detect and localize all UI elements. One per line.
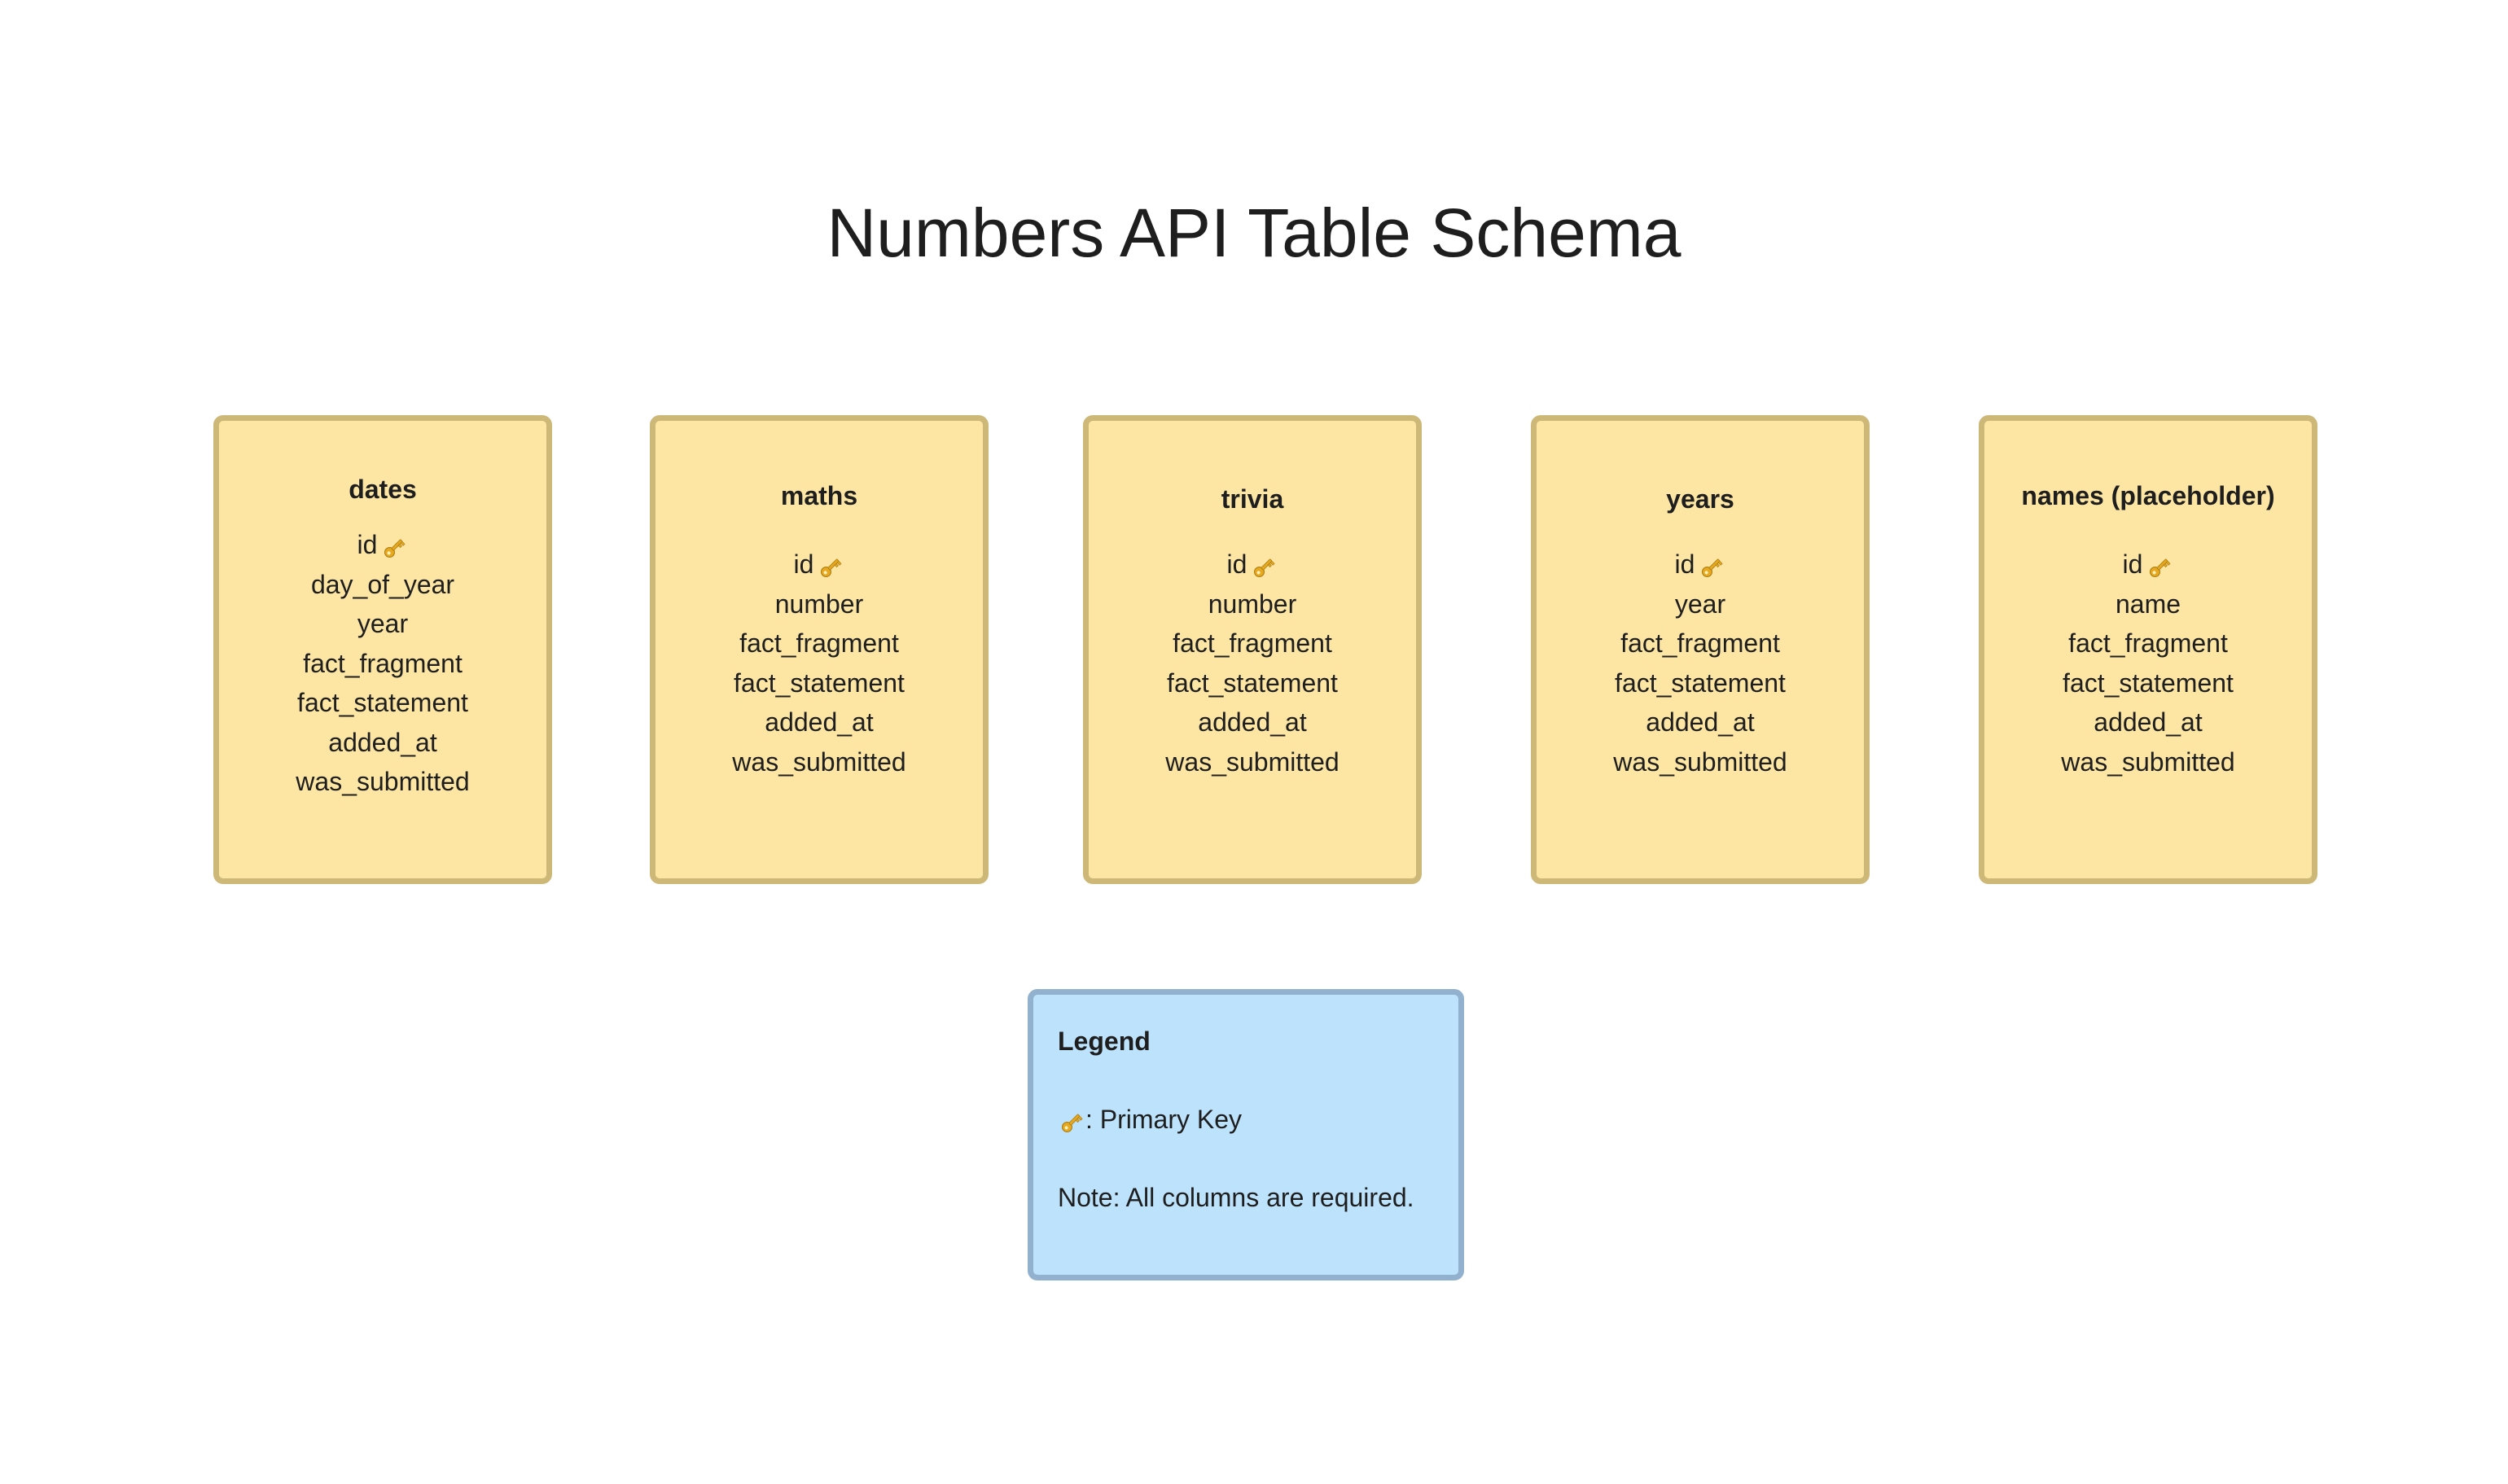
column-list: id number fact_fragment fact_statement a…: [1089, 545, 1416, 781]
column-item: was_submitted: [1165, 746, 1340, 777]
column-item: was_submitted: [732, 746, 906, 777]
column-item: id: [1984, 545, 2312, 584]
column-item: id: [219, 525, 546, 565]
legend-box[interactable]: Legend : Primary Key Note: All columns a…: [1028, 989, 1464, 1280]
key-icon: [1058, 1109, 1085, 1136]
column-item: added_at: [765, 707, 874, 737]
column-name: id: [1674, 549, 1695, 579]
table-name: maths: [780, 481, 858, 510]
column-item: fact_statement: [297, 688, 468, 717]
column-name: id: [1226, 549, 1247, 579]
column-list: id day_of_year year fact_fragment fact_s…: [219, 525, 546, 802]
column-item: was_submitted: [296, 767, 470, 796]
table-name: names (placeholder): [2021, 481, 2275, 510]
column-name: id: [357, 530, 378, 559]
column-item: year: [1674, 589, 1726, 619]
column-list: id year fact_fragment fact_statement add…: [1537, 545, 1864, 781]
column-item: added_at: [1198, 707, 1307, 737]
column-item: added_at: [2094, 707, 2203, 737]
column-item: fact_statement: [1167, 668, 1338, 698]
table-trivia[interactable]: trivia id number fact_fragment fact_stat…: [1083, 415, 1422, 884]
table-names-placeholder[interactable]: names (placeholder) id name fact_fragmen…: [1979, 415, 2317, 884]
diagram-title: Numbers API Table Schema: [826, 195, 1682, 271]
column-item: fact_fragment: [1620, 628, 1780, 658]
key-icon: [1698, 554, 1725, 581]
column-item: fact_statement: [1615, 668, 1786, 698]
legend-primary-key-label: : Primary Key: [1085, 1105, 1243, 1134]
column-item: added_at: [1646, 707, 1755, 737]
table-name: trivia: [1221, 484, 1284, 514]
column-name: id: [793, 549, 814, 579]
column-item: number: [1208, 589, 1297, 619]
column-item: fact_fragment: [303, 648, 463, 678]
table-name: dates: [349, 475, 417, 504]
key-icon: [817, 554, 844, 581]
column-item: was_submitted: [2061, 746, 2235, 777]
column-item: id: [1537, 545, 1864, 584]
legend-note: Note: All columns are required.: [1058, 1183, 1414, 1212]
column-name: id: [2122, 549, 2143, 579]
legend-title: Legend: [1058, 1027, 1151, 1056]
column-item: number: [774, 589, 864, 619]
key-icon: [2146, 554, 2173, 581]
legend-primary-key-row: : Primary Key: [1058, 1100, 1458, 1139]
column-list: id number fact_fragment fact_statement a…: [656, 545, 983, 781]
table-years[interactable]: years id year fact_fragment fact_stateme…: [1531, 415, 1870, 884]
column-item: added_at: [328, 727, 437, 757]
key-icon: [1250, 554, 1278, 581]
column-item: id: [1089, 545, 1416, 584]
column-item: fact_fragment: [1173, 628, 1332, 658]
column-item: year: [357, 609, 409, 638]
table-dates[interactable]: dates id day_of_year year fact_fragment …: [213, 415, 552, 884]
column-list: id name fact_fragment fact_statement add…: [1984, 545, 2312, 781]
key-icon: [380, 534, 408, 562]
table-name: years: [1666, 484, 1734, 514]
column-item: name: [2115, 589, 2181, 619]
column-item: fact_fragment: [739, 628, 899, 658]
column-item: was_submitted: [1613, 746, 1787, 777]
column-item: fact_statement: [734, 668, 905, 698]
column-item: id: [656, 545, 983, 584]
column-item: fact_fragment: [2068, 628, 2228, 658]
column-item: fact_statement: [2063, 668, 2234, 698]
table-maths[interactable]: maths id number fact_fragment fact_state…: [650, 415, 989, 884]
column-item: day_of_year: [310, 569, 455, 599]
